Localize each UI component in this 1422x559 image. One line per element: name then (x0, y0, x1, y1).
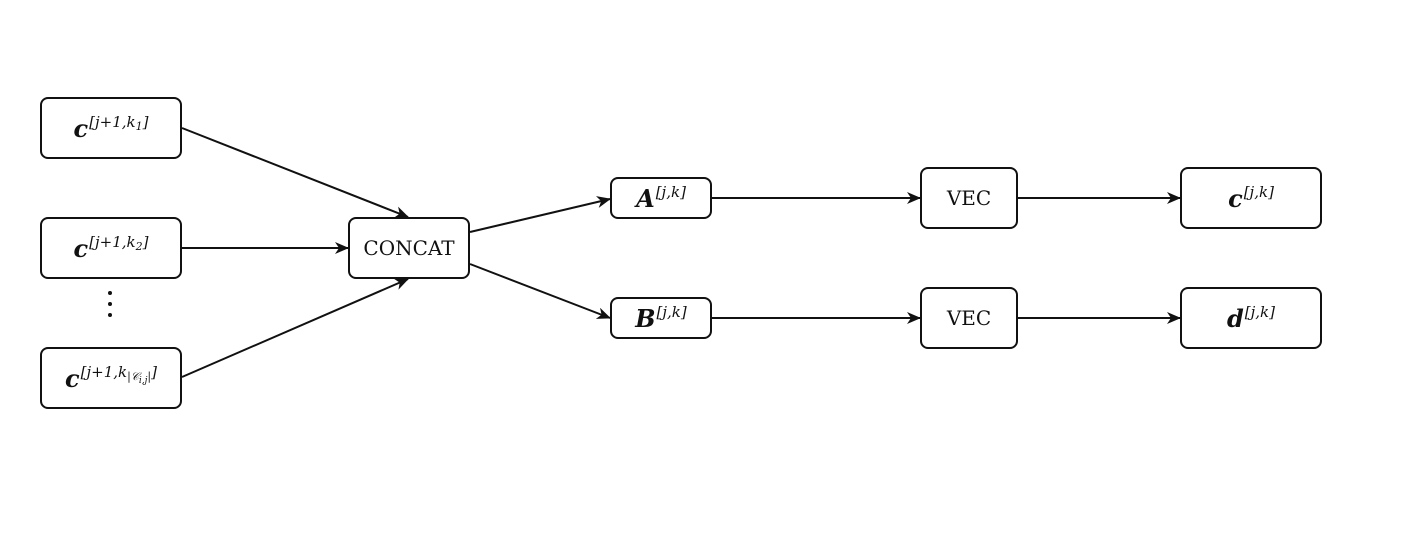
node-concat: CONCAT (348, 217, 470, 279)
math-superscript: [j,k] (656, 303, 687, 321)
node-vec-bottom: VEC (920, 287, 1018, 349)
edge-c-kc-to-concat (181, 278, 409, 378)
node-vec-top: VEC (920, 167, 1018, 229)
math-base: c (73, 234, 89, 263)
node-c-kc: c[j+1,k|𝒞i,j|] (40, 347, 182, 409)
vertical-ellipsis (108, 291, 112, 317)
node-c-out: c[j,k] (1180, 167, 1322, 229)
math-superscript: [j,k] (655, 183, 686, 201)
node-concat-label: CONCAT (363, 236, 455, 260)
math-base: d (1227, 304, 1244, 333)
node-c-k1: c[j+1,k1] (40, 97, 182, 159)
math-superscript: [j,k] (1244, 303, 1275, 321)
math-superscript: [j+1,k|𝒞i,j|] (80, 363, 157, 386)
edge-c-k1-to-concat (181, 127, 409, 218)
node-c-k2-label: c[j+1,k2] (74, 235, 149, 261)
node-d-out-label: d[j,k] (1227, 305, 1275, 331)
math-base: c (73, 114, 89, 143)
math-base: A (636, 184, 655, 213)
math-superscript: [j,k] (1243, 183, 1274, 201)
node-vec-top-label: VEC (946, 186, 992, 210)
node-A-label: A[j,k] (636, 185, 686, 211)
math-base: B (635, 304, 656, 333)
node-c-kc-label: c[j+1,k|𝒞i,j|] (65, 365, 157, 391)
node-vec-bottom-label: VEC (946, 306, 992, 330)
math-base: c (1228, 184, 1243, 213)
math-superscript: [j+1,k1] (89, 113, 149, 133)
edge-concat-to-A (469, 196, 611, 233)
math-base: c (65, 364, 80, 393)
node-d-out: d[j,k] (1180, 287, 1322, 349)
node-c-out-label: c[j,k] (1228, 185, 1274, 211)
node-B: B[j,k] (610, 297, 712, 339)
node-A: A[j,k] (610, 177, 712, 219)
node-c-k2: c[j+1,k2] (40, 217, 182, 279)
node-c-k1-label: c[j+1,k1] (74, 115, 149, 141)
node-B-label: B[j,k] (635, 305, 687, 331)
math-superscript: [j+1,k2] (89, 233, 149, 253)
edge-concat-to-B (469, 263, 611, 319)
